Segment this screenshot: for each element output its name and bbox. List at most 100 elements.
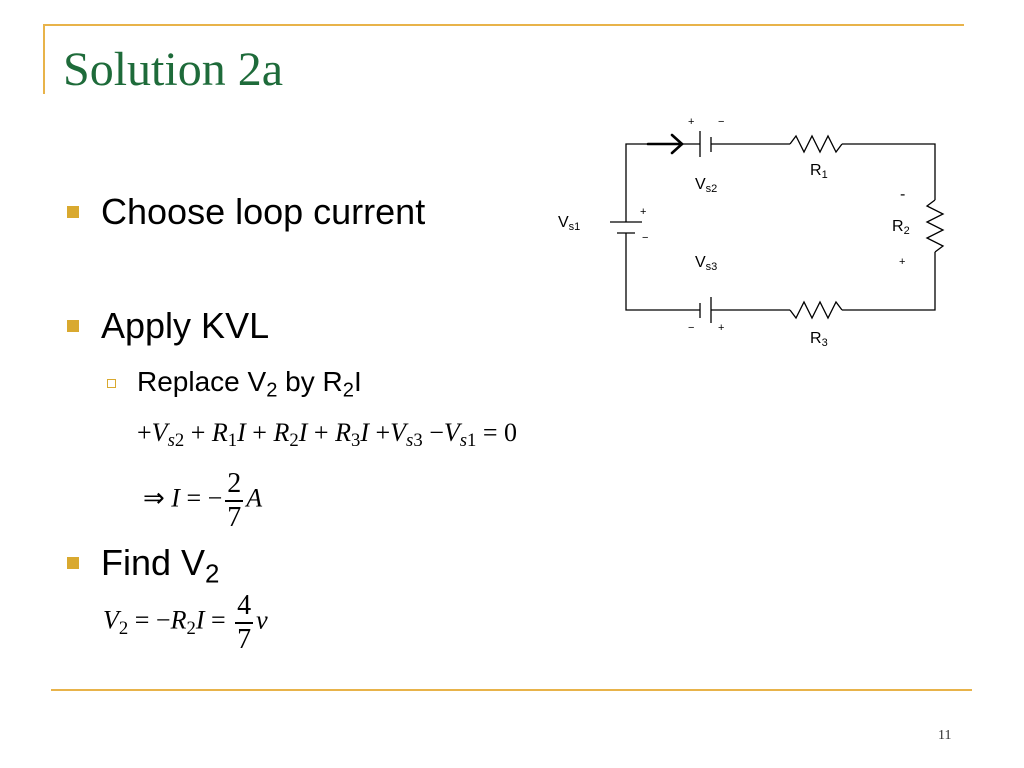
bullet-text: Find V bbox=[101, 542, 206, 583]
wire-bottom-right bbox=[842, 252, 936, 311]
circuit-diagram: + − Vs2 R1 - R2 + + − Vs1 Vs3 − + R3 bbox=[548, 112, 968, 367]
vs3-minus-sign: − bbox=[688, 322, 695, 334]
vs3-label: Vs3 bbox=[695, 254, 718, 274]
eq-token: + bbox=[137, 418, 152, 447]
r2-label: R2 bbox=[892, 218, 910, 238]
wire-top-right bbox=[842, 143, 936, 200]
vs2-plus-sign: + bbox=[688, 116, 695, 128]
circuit-svg bbox=[610, 131, 945, 323]
slide-title: Solution 2a bbox=[63, 43, 284, 96]
eq-symbol: I bbox=[237, 418, 246, 447]
eq-token: = − bbox=[179, 483, 223, 513]
vs3-plus-sign: + bbox=[718, 322, 725, 334]
r2-resistor-icon bbox=[925, 199, 945, 253]
fraction-denominator: 7 bbox=[237, 623, 252, 655]
label-sub: s2 bbox=[705, 183, 718, 196]
wire-bottom-left bbox=[625, 240, 700, 311]
eq-symbol: I bbox=[195, 605, 205, 635]
label-sub: s3 bbox=[705, 261, 718, 274]
eq-unit: v bbox=[256, 605, 268, 635]
subscript: 2 bbox=[342, 379, 354, 402]
frame-top-line bbox=[43, 24, 964, 26]
subscript: 2 bbox=[266, 379, 278, 402]
eq-symbol: I bbox=[171, 483, 180, 513]
page-number: 11 bbox=[938, 728, 952, 743]
subbullet-text: Replace V bbox=[137, 366, 267, 397]
bullet-text: Apply KVL bbox=[101, 305, 270, 346]
wire-top-left bbox=[625, 143, 700, 222]
eq-unit: A bbox=[246, 483, 263, 513]
label-base: R bbox=[810, 162, 822, 179]
eq-symbol: R bbox=[170, 605, 187, 635]
vs2-label: Vs2 bbox=[695, 176, 718, 196]
eq-token: + bbox=[368, 418, 391, 447]
equation-kvl: +Vs2 + R1I + R2I + R3I +Vs3 −Vs1 = 0 bbox=[137, 418, 518, 452]
hollow-square-bullet-icon bbox=[107, 379, 116, 388]
eq-symbol: I bbox=[360, 418, 369, 447]
r3-label: R3 bbox=[810, 330, 828, 350]
eq-symbol: V bbox=[103, 605, 119, 635]
label-sub: 1 bbox=[821, 169, 828, 182]
implies-symbol: ⇒ bbox=[143, 483, 165, 513]
vs1-minus-sign: − bbox=[642, 232, 649, 244]
eq-sub: s bbox=[406, 430, 414, 452]
r2-top-sign: - bbox=[900, 186, 906, 203]
eq-symbol: R bbox=[335, 418, 351, 447]
vs1-label: Vs1 bbox=[558, 214, 580, 233]
eq-token: = bbox=[204, 605, 233, 635]
bullet-square-icon bbox=[67, 206, 79, 218]
r1-label: R1 bbox=[810, 162, 828, 182]
eq-symbol: V bbox=[443, 418, 460, 447]
eq-sub: 3 bbox=[413, 430, 423, 452]
bullet-square-icon bbox=[67, 557, 79, 569]
fraction-numerator: 2 bbox=[227, 468, 242, 499]
bullet-apply-kvl: Apply KVL bbox=[67, 304, 270, 348]
eq-token: = 0 bbox=[476, 418, 518, 447]
fraction-denominator: 7 bbox=[227, 501, 242, 533]
subbullet-text: I bbox=[353, 366, 362, 397]
eq-symbol: V bbox=[151, 418, 168, 447]
eq-sub: 2 bbox=[118, 617, 129, 639]
vs2-minus-sign: − bbox=[718, 116, 725, 128]
fraction-numerator: 4 bbox=[237, 590, 252, 621]
label-base: V bbox=[695, 254, 706, 271]
r1-resistor-icon bbox=[789, 134, 843, 154]
subbullet-text: by R bbox=[277, 366, 343, 397]
bullet-square-icon bbox=[67, 320, 79, 332]
fraction-bar bbox=[235, 622, 254, 624]
eq-symbol: V bbox=[390, 418, 407, 447]
label-base: R bbox=[892, 218, 904, 235]
label-base: V bbox=[558, 214, 569, 231]
eq-token: − bbox=[422, 418, 444, 447]
label-sub: 2 bbox=[903, 225, 910, 238]
eq-sub: 2 bbox=[174, 430, 185, 452]
subscript: 2 bbox=[205, 560, 220, 589]
eq-sub: s bbox=[167, 430, 175, 452]
eq-token: + bbox=[184, 418, 212, 447]
eq-sub: 2 bbox=[289, 430, 299, 452]
frame-left-line bbox=[43, 24, 45, 94]
bullet-text: Choose loop current bbox=[101, 191, 426, 232]
footer-line bbox=[51, 689, 972, 691]
label-sub: 3 bbox=[821, 337, 828, 350]
label-base: R bbox=[810, 330, 822, 347]
fraction-bar bbox=[225, 500, 244, 502]
eq-token: = − bbox=[128, 605, 171, 635]
eq-sub: s bbox=[459, 430, 468, 452]
eq-sub: 3 bbox=[350, 430, 361, 452]
r2-bottom-sign: + bbox=[899, 256, 906, 268]
eq-symbol: I bbox=[298, 418, 308, 447]
eq-sub: 1 bbox=[467, 430, 477, 452]
label-base: V bbox=[695, 176, 706, 193]
subbullet-replace-v2: Replace V2 by R2I bbox=[107, 365, 362, 402]
eq-sub: 1 bbox=[227, 430, 238, 452]
bullet-choose-loop-current: Choose loop current bbox=[67, 190, 426, 234]
eq-token: + bbox=[245, 418, 274, 447]
eq-symbol: R bbox=[273, 418, 290, 447]
eq-symbol: R bbox=[211, 418, 228, 447]
vs1-plus-sign: + bbox=[640, 206, 647, 218]
